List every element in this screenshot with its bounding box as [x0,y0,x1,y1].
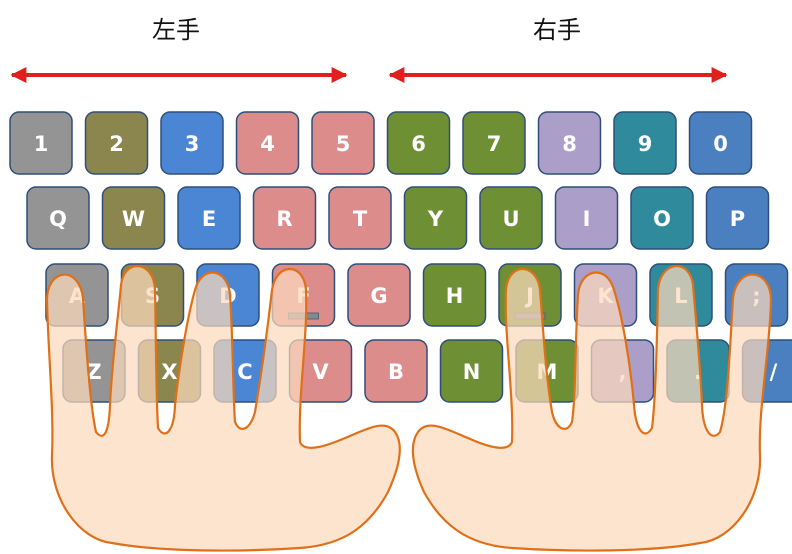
key-cap [235,111,300,175]
hands-overlay [45,265,773,552]
key-e: E [177,186,241,250]
key-label: N [463,360,481,384]
key-label: I [583,207,591,231]
key-cap [554,186,619,250]
key-u: U [479,186,543,250]
key-b: B [364,339,428,403]
key-label: O [653,207,671,231]
key-cap [177,186,241,250]
key-cap [386,111,451,175]
key-cap [422,263,487,327]
key-cap [26,186,90,250]
key-3: 3 [160,111,224,175]
key-label: R [276,207,292,231]
key-n: N [439,339,504,403]
key-label: 3 [185,132,200,156]
key-2: 2 [84,111,149,175]
left-hand-outline [45,265,401,552]
key-label: 0 [713,132,728,156]
key-p: P [705,186,770,250]
key-cap [705,186,770,250]
key-cap [462,111,526,175]
key-i: I [554,186,619,250]
key-cap [364,339,428,403]
key-label: Y [427,207,444,231]
key-label: G [370,284,387,308]
key-t: T [328,186,392,250]
right-hand-label: 右手 [533,16,581,44]
key-7: 7 [462,111,526,175]
key-8: 8 [537,111,602,175]
key-cap [688,111,753,175]
key-label: 2 [109,132,124,156]
key-label: / [770,360,778,384]
key-0: 0 [688,111,753,175]
left-hand-label: 左手 [152,16,200,44]
key-cap [252,186,317,250]
key-5: 5 [311,111,375,175]
key-label: 7 [487,132,502,156]
key-label: 1 [34,132,49,156]
key-o: O [630,186,694,250]
key-label: B [388,360,404,384]
key-cap [101,186,166,250]
key-cap [439,339,504,403]
key-label: U [502,207,519,231]
key-label: H [446,284,464,308]
key-q: Q [26,186,90,250]
key-label: Z [86,360,101,384]
key-y: Y [403,186,468,250]
key-cap [537,111,602,175]
key-cap [328,186,392,250]
key-label: W [122,207,145,231]
key-label: P [730,207,745,231]
key-label: 9 [638,132,653,156]
key-label: 6 [411,132,426,156]
key-h: H [422,263,487,327]
key-cap [9,111,73,175]
key-cap [311,111,375,175]
key-v: V [288,339,353,403]
key-w: W [101,186,166,250]
key-9: 9 [613,111,677,175]
key-label: E [202,207,216,231]
key-4: 4 [235,111,300,175]
key-1: 1 [9,111,73,175]
key-cap [613,111,677,175]
key-cap [630,186,694,250]
key-label: V [312,360,329,384]
key-cap [160,111,224,175]
key-label: 8 [562,132,577,156]
key-cap [84,111,149,175]
key-label: Q [49,207,67,231]
key-cap [403,186,468,250]
key-cap [347,263,411,327]
key-label: X [161,360,177,384]
key-label: C [237,360,252,384]
key-label: 4 [260,132,275,156]
key-r: R [252,186,317,250]
key-label: T [353,207,368,231]
right-hand-outline [411,265,773,552]
key-6: 6 [386,111,451,175]
key-g: G [347,263,411,327]
key-label: 5 [336,132,351,156]
key-cap [479,186,543,250]
